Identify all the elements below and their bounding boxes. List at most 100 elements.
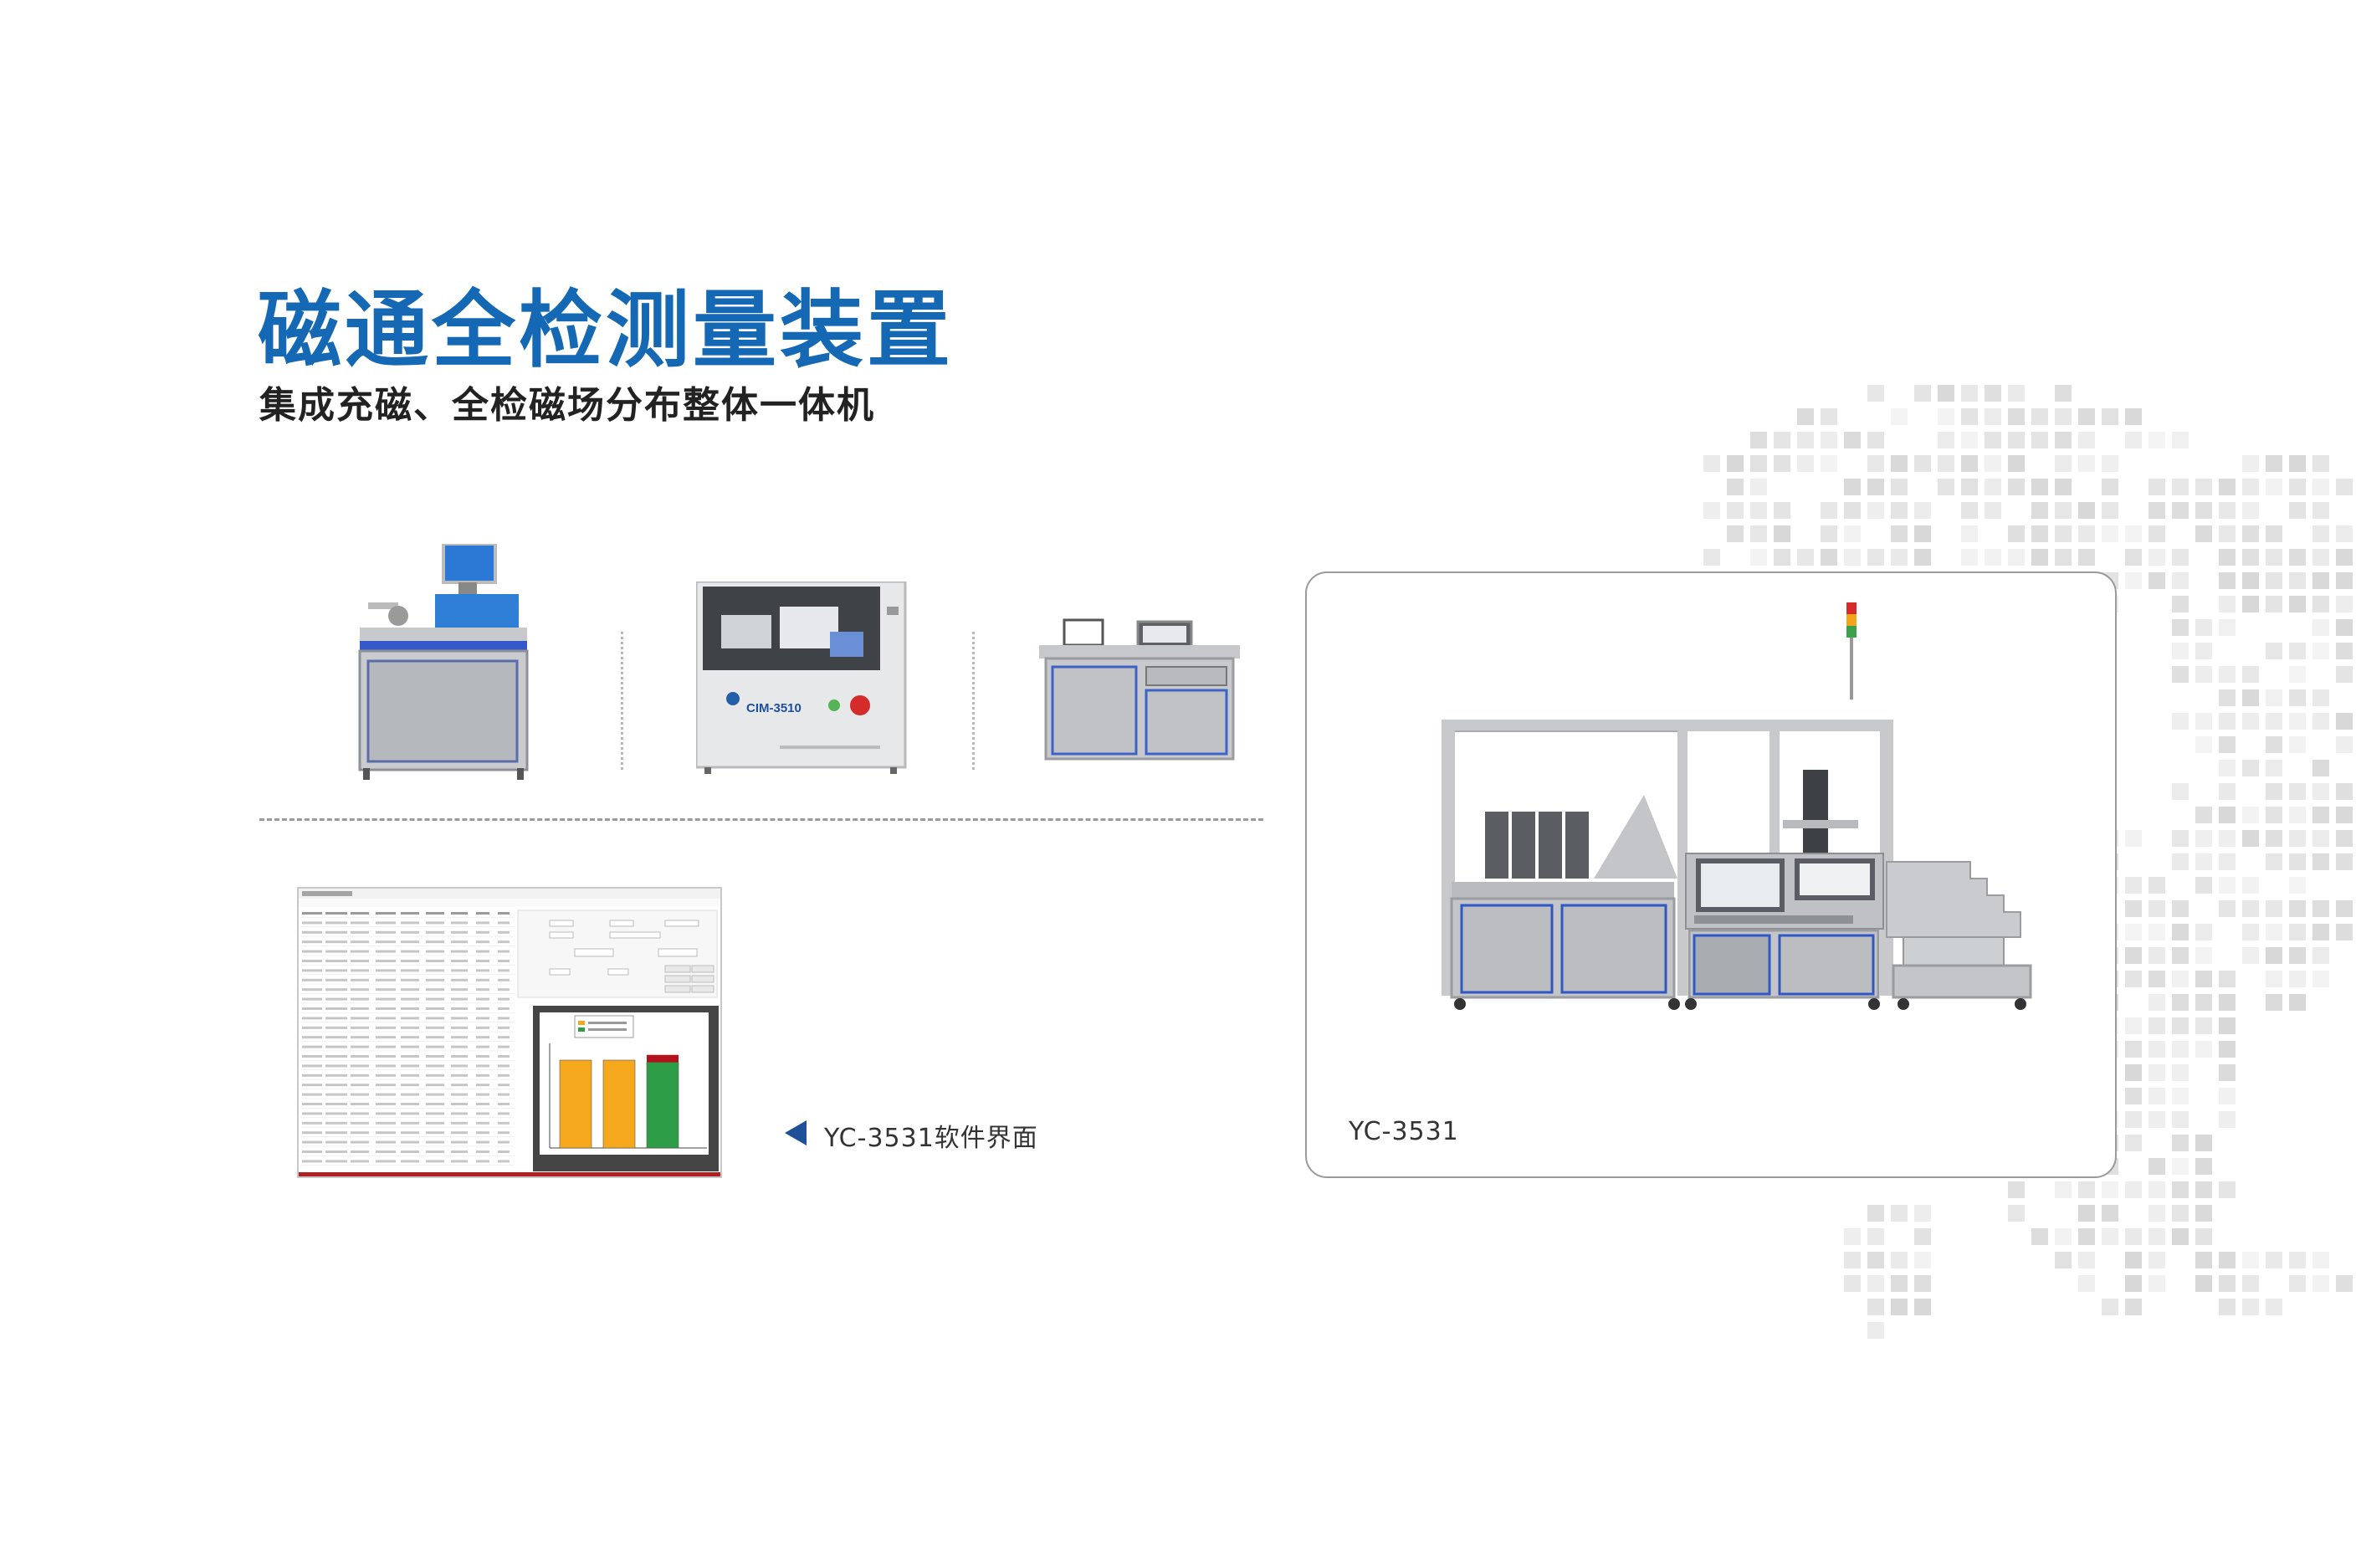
map-pixel xyxy=(2312,643,2329,659)
map-pixel xyxy=(2148,1041,2165,1058)
map-pixel xyxy=(1727,525,1744,542)
map-pixel xyxy=(2148,947,2165,964)
map-pixel xyxy=(1867,549,1884,566)
map-pixel xyxy=(2008,408,2025,425)
table-cell xyxy=(401,988,419,992)
map-pixel xyxy=(1774,549,1790,566)
table-cell xyxy=(376,950,396,953)
map-pixel xyxy=(2242,455,2259,472)
table-cell xyxy=(351,1036,369,1039)
table-cell xyxy=(476,1064,489,1068)
table-cell xyxy=(451,1103,468,1105)
table-cell xyxy=(476,1036,489,1039)
map-pixel xyxy=(2242,877,2259,894)
map-pixel xyxy=(2195,1275,2212,1292)
table-cell xyxy=(351,930,369,934)
map-pixel xyxy=(2312,713,2329,730)
map-pixel xyxy=(2219,1064,2236,1081)
table-cell xyxy=(325,997,347,1001)
table-cell xyxy=(426,1026,444,1029)
map-pixel xyxy=(2195,502,2212,519)
map-pixel xyxy=(2172,596,2189,612)
map-pixel xyxy=(1844,1275,1861,1292)
table-cell xyxy=(376,1055,396,1058)
map-pixel xyxy=(1938,385,1954,402)
table-cell xyxy=(451,969,468,972)
map-pixel xyxy=(2172,1017,2189,1034)
table-row-divider xyxy=(300,1041,515,1042)
map-pixel xyxy=(2312,619,2329,636)
table-cell xyxy=(325,950,347,953)
map-pixel xyxy=(2242,479,2259,495)
map-pixel xyxy=(2219,502,2236,519)
map-pixel xyxy=(2312,924,2329,940)
table-cell xyxy=(376,921,396,925)
map-pixel xyxy=(2266,994,2282,1011)
map-pixel xyxy=(2312,596,2329,612)
map-pixel xyxy=(2008,549,2025,566)
map-pixel xyxy=(1914,525,1931,542)
map-pixel xyxy=(2055,455,2072,472)
map-pixel xyxy=(2055,549,2072,566)
map-pixel xyxy=(2195,666,2212,683)
map-pixel xyxy=(2125,1111,2142,1128)
map-pixel xyxy=(1961,408,1978,425)
table-cell xyxy=(351,969,369,972)
table-cell xyxy=(325,1160,347,1163)
map-pixel xyxy=(2289,924,2306,940)
table-cell xyxy=(498,1140,510,1144)
map-pixel xyxy=(1774,455,1790,472)
map-pixel xyxy=(2125,572,2142,589)
map-pixel xyxy=(2219,830,2236,847)
table-row-divider xyxy=(300,993,515,994)
table-cell xyxy=(451,1112,468,1115)
table-cell xyxy=(325,930,347,934)
map-pixel xyxy=(1891,549,1908,566)
map-pixel xyxy=(2336,643,2353,659)
table-cell xyxy=(451,1017,468,1020)
map-pixel xyxy=(1985,385,2001,402)
map-pixel xyxy=(2336,1275,2353,1292)
map-pixel xyxy=(2195,924,2212,940)
map-pixel xyxy=(2312,807,2329,823)
map-pixel xyxy=(2289,947,2306,964)
map-pixel xyxy=(2242,807,2259,823)
table-cell xyxy=(401,1093,419,1096)
map-pixel xyxy=(2312,783,2329,800)
map-pixel xyxy=(2336,924,2353,940)
table-cell xyxy=(302,1121,322,1125)
table-cell xyxy=(401,960,419,962)
map-pixel xyxy=(1891,1299,1908,1315)
table-cell xyxy=(476,1121,489,1125)
map-pixel xyxy=(2125,830,2142,847)
map-pixel xyxy=(2125,1299,2142,1315)
map-pixel xyxy=(1797,549,1814,566)
map-pixel xyxy=(2219,596,2236,612)
map-pixel xyxy=(2102,502,2118,519)
map-pixel xyxy=(1938,408,1954,425)
map-pixel xyxy=(2289,479,2306,495)
table-cell xyxy=(401,1140,419,1144)
map-pixel xyxy=(2148,479,2165,495)
map-pixel xyxy=(2172,1064,2189,1081)
table-cell xyxy=(351,1026,369,1029)
map-pixel xyxy=(1914,1275,1931,1292)
table-cell xyxy=(498,1064,510,1068)
table-row-divider xyxy=(300,945,515,946)
map-pixel xyxy=(2195,1252,2212,1268)
table-cell xyxy=(376,997,396,1001)
map-pixel xyxy=(2266,783,2282,800)
table-cell xyxy=(376,988,396,992)
map-pixel xyxy=(2289,900,2306,917)
map-pixel xyxy=(2055,432,2072,448)
map-pixel xyxy=(2148,1158,2165,1175)
table-cell xyxy=(376,960,396,962)
table-cell xyxy=(302,1112,322,1115)
map-pixel xyxy=(2336,736,2353,753)
table-cell xyxy=(325,1045,347,1048)
map-pixel xyxy=(2078,1252,2095,1268)
map-pixel xyxy=(1867,1299,1884,1315)
software-screenshot-graphic xyxy=(299,889,720,1171)
table-cell xyxy=(401,1045,419,1048)
map-pixel xyxy=(2008,1205,2025,1222)
